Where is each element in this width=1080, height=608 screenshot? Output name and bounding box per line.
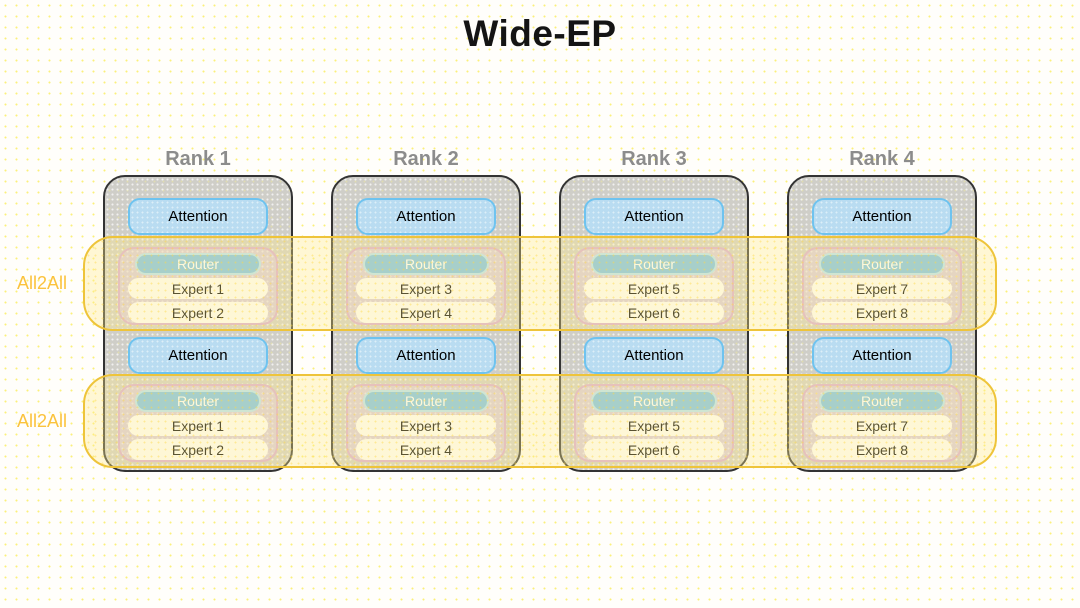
router-block: Router <box>363 390 489 412</box>
expert-block: Expert 4 <box>356 302 496 323</box>
moe-block: Router Expert 5 Expert 6 <box>574 247 734 325</box>
attention-block: Attention <box>128 337 268 374</box>
rank-title: Rank 1 <box>165 148 231 170</box>
attention-block: Attention <box>584 337 724 374</box>
router-block: Router <box>819 253 945 275</box>
expert-block: Expert 7 <box>812 278 952 299</box>
expert-block: Expert 2 <box>128 302 268 323</box>
expert-block: Expert 3 <box>356 278 496 299</box>
expert-block: Expert 6 <box>584 302 724 323</box>
expert-block: Expert 8 <box>812 439 952 460</box>
router-block: Router <box>135 390 261 412</box>
page-title: Wide-EP <box>463 13 617 54</box>
attention-block: Attention <box>812 198 952 235</box>
attention-block: Attention <box>812 337 952 374</box>
moe-block: Router Expert 1 Expert 2 <box>118 247 278 325</box>
expert-block: Expert 7 <box>812 415 952 436</box>
expert-block: Expert 6 <box>584 439 724 460</box>
moe-block: Router Expert 7 Expert 8 <box>802 384 962 462</box>
moe-block: Router Expert 7 Expert 8 <box>802 247 962 325</box>
attention-block: Attention <box>356 337 496 374</box>
attention-block: Attention <box>128 198 268 235</box>
moe-block: Router Expert 1 Expert 2 <box>118 384 278 462</box>
moe-block: Router Expert 5 Expert 6 <box>574 384 734 462</box>
moe-block: Router Expert 3 Expert 4 <box>346 247 506 325</box>
attention-block: Attention <box>584 198 724 235</box>
expert-block: Expert 2 <box>128 439 268 460</box>
attention-block: Attention <box>356 198 496 235</box>
rank-box: Attention Router Expert 3 Expert 4 Atten… <box>331 175 521 472</box>
rank-box: Attention Router Expert 7 Expert 8 Atten… <box>787 175 977 472</box>
router-block: Router <box>819 390 945 412</box>
rank-column-3: Rank 3 Attention Router Expert 5 Expert … <box>559 148 749 472</box>
expert-block: Expert 4 <box>356 439 496 460</box>
expert-block: Expert 1 <box>128 278 268 299</box>
rank-column-4: Rank 4 Attention Router Expert 7 Expert … <box>787 148 977 472</box>
router-block: Router <box>591 253 717 275</box>
all2all-label: All2All <box>16 411 68 431</box>
expert-block: Expert 3 <box>356 415 496 436</box>
expert-block: Expert 5 <box>584 278 724 299</box>
rank-box: Attention Router Expert 5 Expert 6 Atten… <box>559 175 749 472</box>
router-block: Router <box>591 390 717 412</box>
rank-title: Rank 4 <box>849 148 915 170</box>
rank-column-1: Rank 1 Attention Router Expert 1 Expert … <box>103 148 293 472</box>
expert-block: Expert 8 <box>812 302 952 323</box>
expert-block: Expert 1 <box>128 415 268 436</box>
expert-block: Expert 5 <box>584 415 724 436</box>
rank-box: Attention Router Expert 1 Expert 2 Atten… <box>103 175 293 472</box>
rank-title: Rank 2 <box>393 148 459 170</box>
router-block: Router <box>363 253 489 275</box>
moe-block: Router Expert 3 Expert 4 <box>346 384 506 462</box>
rank-column-2: Rank 2 Attention Router Expert 3 Expert … <box>331 148 521 472</box>
all2all-label: All2All <box>16 273 68 293</box>
router-block: Router <box>135 253 261 275</box>
rank-title: Rank 3 <box>621 148 687 170</box>
